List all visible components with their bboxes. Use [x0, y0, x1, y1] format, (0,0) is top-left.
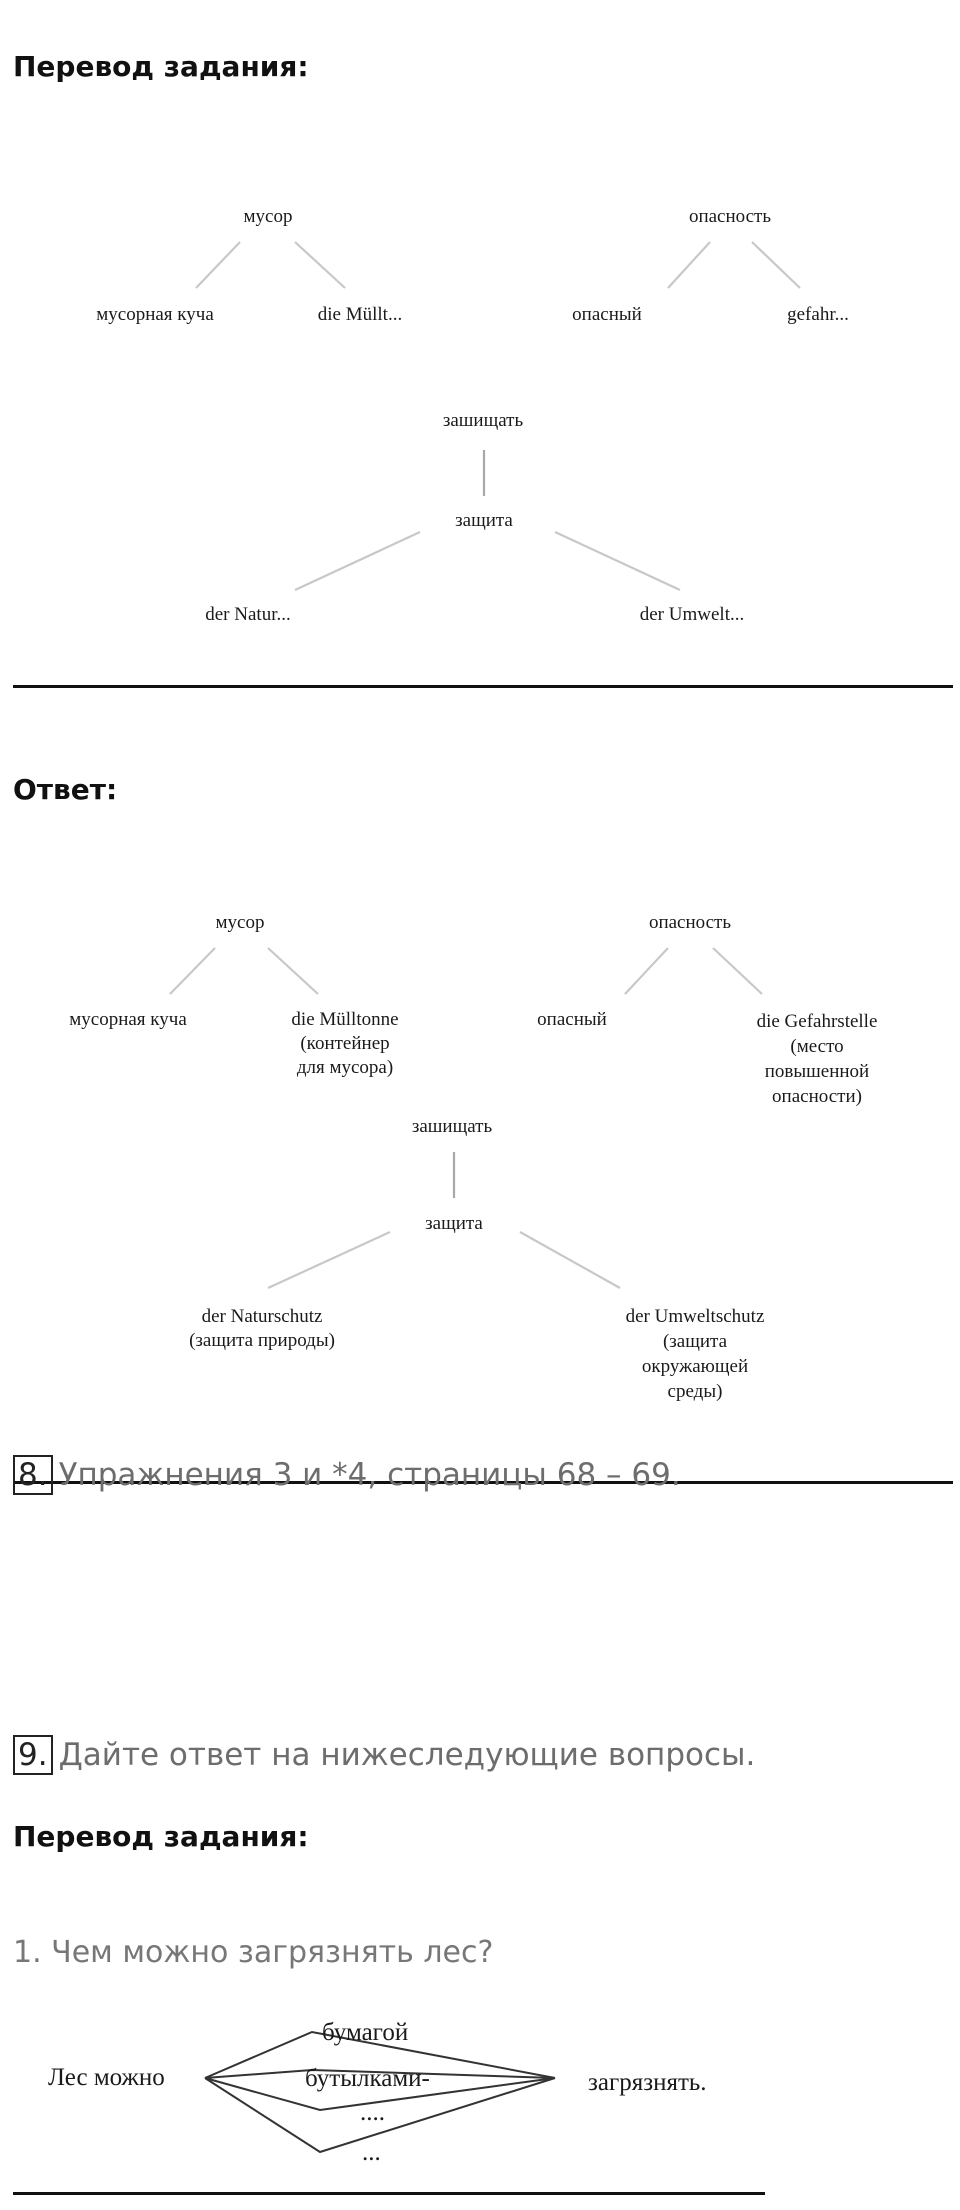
section3-heading: Перевод задания:: [13, 1820, 309, 1853]
task-translation-diagram: мусор мусорная куча die Müllt... опаснос…: [96, 206, 849, 625]
tree-opasnost: опасность опасный die Gefahrstelle (мест…: [537, 912, 877, 1107]
node-right: die Müllt...: [318, 304, 402, 325]
edge: [294, 531, 421, 591]
task-8: 8.Упражнения 3 и *4, страницы 68 – 69.: [13, 1455, 681, 1495]
node-root: защита: [455, 510, 513, 531]
edge: [267, 947, 319, 995]
bottom-divider: [13, 2192, 765, 2195]
node-right: der Umwelt...: [640, 604, 744, 625]
node-left: мусорная куча: [96, 304, 214, 325]
node-right-line: (защита: [663, 1331, 728, 1352]
node-right-line: окружающей: [642, 1356, 748, 1377]
sketch-item: бумагой: [322, 2019, 408, 2046]
sketch-connector: [204, 2030, 556, 2079]
section1-heading: Перевод задания:: [13, 50, 309, 83]
section-divider: [13, 1481, 953, 1484]
node-right-line: der Umweltschutz: [626, 1306, 765, 1327]
node-right: gefahr...: [787, 304, 849, 325]
node-right-line: die Gefahrstelle: [757, 1011, 878, 1032]
node-right-line: повышенной: [765, 1061, 869, 1082]
task-text: Дайте ответ на нижеследующие вопросы.: [58, 1737, 756, 1773]
node-root: опасность: [649, 912, 731, 933]
sketch-item: ....: [360, 2099, 385, 2126]
edge: [667, 241, 711, 289]
node-root: мусор: [244, 206, 293, 227]
node-right-line: (контейнер: [300, 1033, 389, 1054]
node-root: мусор: [216, 912, 265, 933]
edge: [624, 947, 669, 995]
task-text: Упражнения 3 и *4, страницы 68 – 69.: [58, 1457, 681, 1493]
task-9: 9.Дайте ответ на нижеследующие вопросы.: [13, 1735, 755, 1775]
node-left-line: der Naturschutz: [202, 1306, 323, 1327]
answer-diagram: мусор мусорная куча die Mülltonne (конте…: [69, 912, 877, 1402]
node-left: опасный: [572, 304, 642, 325]
node-left: der Natur...: [205, 604, 290, 625]
question-1: 1. Чем можно загрязнять лес?: [13, 1935, 494, 1970]
sketch-connector: [204, 2077, 556, 2154]
edge: [169, 947, 216, 995]
node-right-line: среды): [668, 1381, 723, 1402]
sketch-right-text: загрязнять.: [588, 2069, 707, 2096]
node-left: опасный: [537, 1009, 607, 1030]
node-root: опасность: [689, 206, 771, 227]
edge: [519, 1231, 621, 1289]
node-root: защита: [425, 1213, 483, 1234]
answer-heading: Ответ:: [13, 773, 118, 806]
node-right-line: (место: [790, 1036, 843, 1057]
sketch-connector: [204, 2068, 556, 2079]
tree-musor: мусор мусорная куча die Mülltonne (конте…: [69, 912, 398, 1078]
task-number-box: 8.: [13, 1455, 53, 1495]
sketch-left-text: Лес можно: [48, 2064, 165, 2091]
tree-zashchita: зашищать защита der Naturschutz (защита …: [189, 1116, 764, 1402]
pollution-sketch: Лес можно бумагой бутылками- .... ... за…: [48, 2019, 707, 2166]
node-left-line: (защита природы): [189, 1330, 335, 1351]
edge: [294, 241, 346, 289]
sketch-connector: [204, 2077, 556, 2112]
node-right-line: опасности): [772, 1086, 862, 1107]
edge: [712, 947, 763, 995]
tree-opasnost: опасность опасный gefahr...: [572, 206, 849, 325]
node-right-line: для мусора): [297, 1057, 393, 1078]
sketch-item: бутылками-: [305, 2065, 430, 2092]
node-left: мусорная куча: [69, 1009, 187, 1030]
tree-musor: мусор мусорная куча die Müllt...: [96, 206, 402, 325]
sketch-item: ...: [362, 2139, 381, 2166]
tree-zashchita: зашищать защита der Natur... der Umwelt.…: [205, 410, 744, 625]
section-divider: [13, 685, 953, 688]
edge: [751, 241, 801, 289]
node-right-line: die Mülltonne: [291, 1009, 398, 1030]
node-top: зашищать: [412, 1116, 493, 1137]
node-top: зашищать: [443, 410, 524, 431]
edge: [267, 1231, 391, 1289]
task-number-box: 9.: [13, 1735, 53, 1775]
edge: [195, 241, 241, 289]
edge: [554, 531, 681, 591]
